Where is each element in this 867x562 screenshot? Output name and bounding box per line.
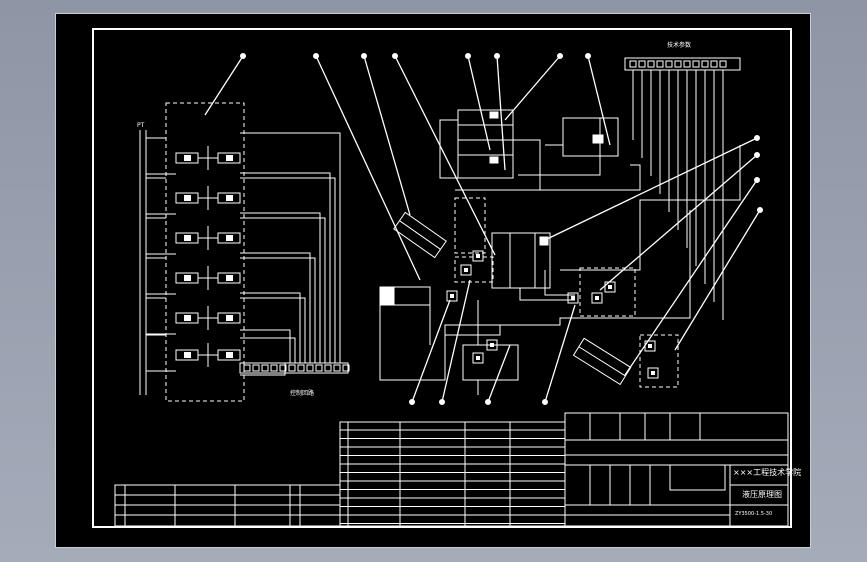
check-valve — [446, 290, 458, 302]
rail-label: PT — [137, 122, 145, 129]
directional-valve — [146, 297, 241, 335]
manifold-block — [239, 362, 349, 374]
drawing-title: 液压原理图 — [742, 490, 782, 499]
check-valve — [567, 292, 579, 304]
parts-list — [339, 421, 566, 527]
drawing-frame — [92, 28, 792, 528]
drawing-sheet — [55, 13, 811, 548]
directional-valve — [146, 217, 241, 255]
company-name: ×××工程技术学院 — [733, 468, 802, 477]
valve-bank-enclosure — [165, 102, 245, 402]
hydraulic-cylinder-center — [491, 232, 551, 289]
directional-valve — [146, 334, 241, 372]
check-valve — [472, 352, 484, 364]
directional-valve — [146, 177, 241, 215]
directional-valve — [146, 257, 241, 295]
table-title: 技术参数 — [667, 42, 692, 49]
control-circuit-label: 控制回路 — [290, 390, 315, 397]
terminal-block — [624, 57, 741, 71]
directional-valve — [146, 137, 241, 175]
check-valve — [591, 292, 603, 304]
drawing-number: ZY3500-1.5-30 — [735, 511, 773, 517]
check-valve — [460, 264, 472, 276]
check-valve — [486, 339, 498, 351]
check-valve — [647, 367, 659, 379]
hydraulic-cylinder-top-right — [562, 117, 619, 157]
check-valve — [472, 250, 484, 262]
